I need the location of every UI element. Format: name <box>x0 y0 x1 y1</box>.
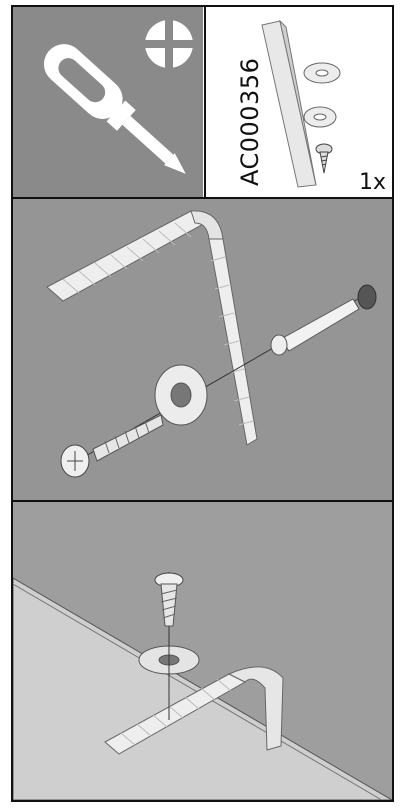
page-frame <box>11 5 394 802</box>
